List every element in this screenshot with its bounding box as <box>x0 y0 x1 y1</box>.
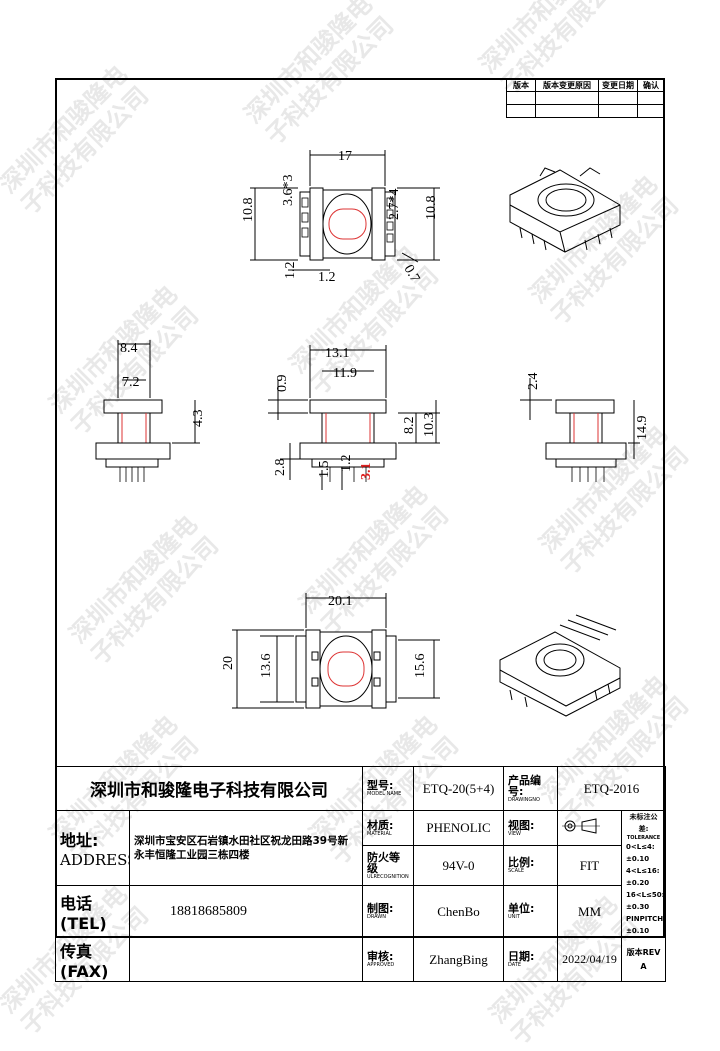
scale-value: FIT <box>557 845 622 887</box>
approved-value: ZhangBing <box>413 937 504 982</box>
bottom-view <box>232 593 440 709</box>
revision-label: 版本REV <box>626 947 661 957</box>
svg-text:10.8: 10.8 <box>424 196 439 221</box>
svg-text:1.2: 1.2 <box>339 455 354 473</box>
material-label: 材质:MATERIAL <box>362 809 414 847</box>
revision-cell: 版本REV A <box>620 937 667 982</box>
svg-text:10.3: 10.3 <box>422 413 437 438</box>
approved-label: 审核:APPROVED <box>362 937 414 982</box>
svg-text:1.2: 1.2 <box>318 270 336 285</box>
model-value: ETQ-20(5+4) <box>413 766 504 811</box>
svg-text:20: 20 <box>221 656 236 670</box>
unit-label: 单位:UNIT <box>503 885 558 938</box>
top-view <box>250 150 440 271</box>
left-side-view <box>95 340 200 482</box>
fax-label: 传真(FAX) <box>55 937 130 982</box>
svg-text:13.6: 13.6 <box>259 654 274 679</box>
svg-text:1.2: 1.2 <box>283 262 298 280</box>
address-label: 地址: ADDRESS <box>55 809 130 887</box>
svg-text:8.4: 8.4 <box>120 341 138 356</box>
svg-text:14.9: 14.9 <box>635 416 650 441</box>
svg-text:4.3: 4.3 <box>191 410 206 428</box>
right-side-view <box>520 378 640 482</box>
revision-table: 版本 版本变更原因 变更日期 确认 <box>506 78 665 118</box>
drawn-value: ChenBo <box>413 885 504 938</box>
view-label: 视图:VIEW <box>503 809 558 847</box>
fax-value <box>129 937 363 982</box>
model-label: 型号:MODEL NAME <box>362 766 414 811</box>
svg-text:2.4: 2.4 <box>526 373 541 391</box>
svg-text:15.6: 15.6 <box>413 654 428 679</box>
fire-rating-value: 94V-0 <box>413 845 504 887</box>
tel-label: 电话(TEL) <box>55 885 130 938</box>
svg-text:8.2: 8.2 <box>402 417 417 435</box>
svg-text:0.7: 0.7 <box>401 263 423 286</box>
projection-symbol <box>557 809 622 847</box>
tolerance-block: 未标注公差: TOLERANCE 0<L≤4: ±0.10 4<L≤16: ±0… <box>620 810 667 938</box>
svg-text:1.5: 1.5 <box>317 461 332 479</box>
scale-label: 比例:SCALE <box>503 845 558 887</box>
drawn-label: 制图:DRAWN <box>362 885 414 938</box>
svg-text:13.1: 13.1 <box>325 346 350 361</box>
svg-text:3.6*3: 3.6*3 <box>281 175 296 207</box>
title-block: 深圳市和骏隆电子科技有限公司 型号:MODEL NAME ETQ-20(5+4)… <box>55 766 667 982</box>
svg-text:2.7*4: 2.7*4 <box>387 189 402 221</box>
projection-symbol-icon <box>562 818 600 834</box>
front-view <box>268 345 440 490</box>
material-value: PHENOLIC <box>413 809 504 847</box>
technical-drawing: 17 10.8 3.6*3 2.7*4 10.8 1.2 1.2 0.7 <box>95 149 650 717</box>
iso-view-top <box>509 167 621 253</box>
product-no-value: ETQ-2016 <box>556 766 667 811</box>
date-label: 日期:DATE <box>503 937 558 982</box>
date-value: 2022/04/19 <box>557 937 622 982</box>
svg-text:0.9: 0.9 <box>275 375 290 393</box>
svg-text:7.2: 7.2 <box>122 375 140 390</box>
iso-view-bottom <box>499 614 621 717</box>
product-no-label: 产品编号:DRAWINGNO <box>503 766 558 811</box>
svg-text:2.8: 2.8 <box>273 459 288 477</box>
company-name: 深圳市和骏隆电子科技有限公司 <box>55 766 363 811</box>
tel-value: 18818685809 <box>129 885 363 938</box>
unit-value: MM <box>557 885 622 938</box>
revision-value: A <box>640 961 647 971</box>
address-value: 深圳市宝安区石岩镇水田社区祝龙田路39号新永丰恒隆工业园三栋四楼 <box>129 809 363 887</box>
svg-text:20.1: 20.1 <box>328 594 353 609</box>
svg-text:11.9: 11.9 <box>333 366 357 381</box>
svg-text:17: 17 <box>338 149 352 164</box>
svg-text:3.1: 3.1 <box>359 463 374 481</box>
svg-text:10.8: 10.8 <box>241 198 256 223</box>
